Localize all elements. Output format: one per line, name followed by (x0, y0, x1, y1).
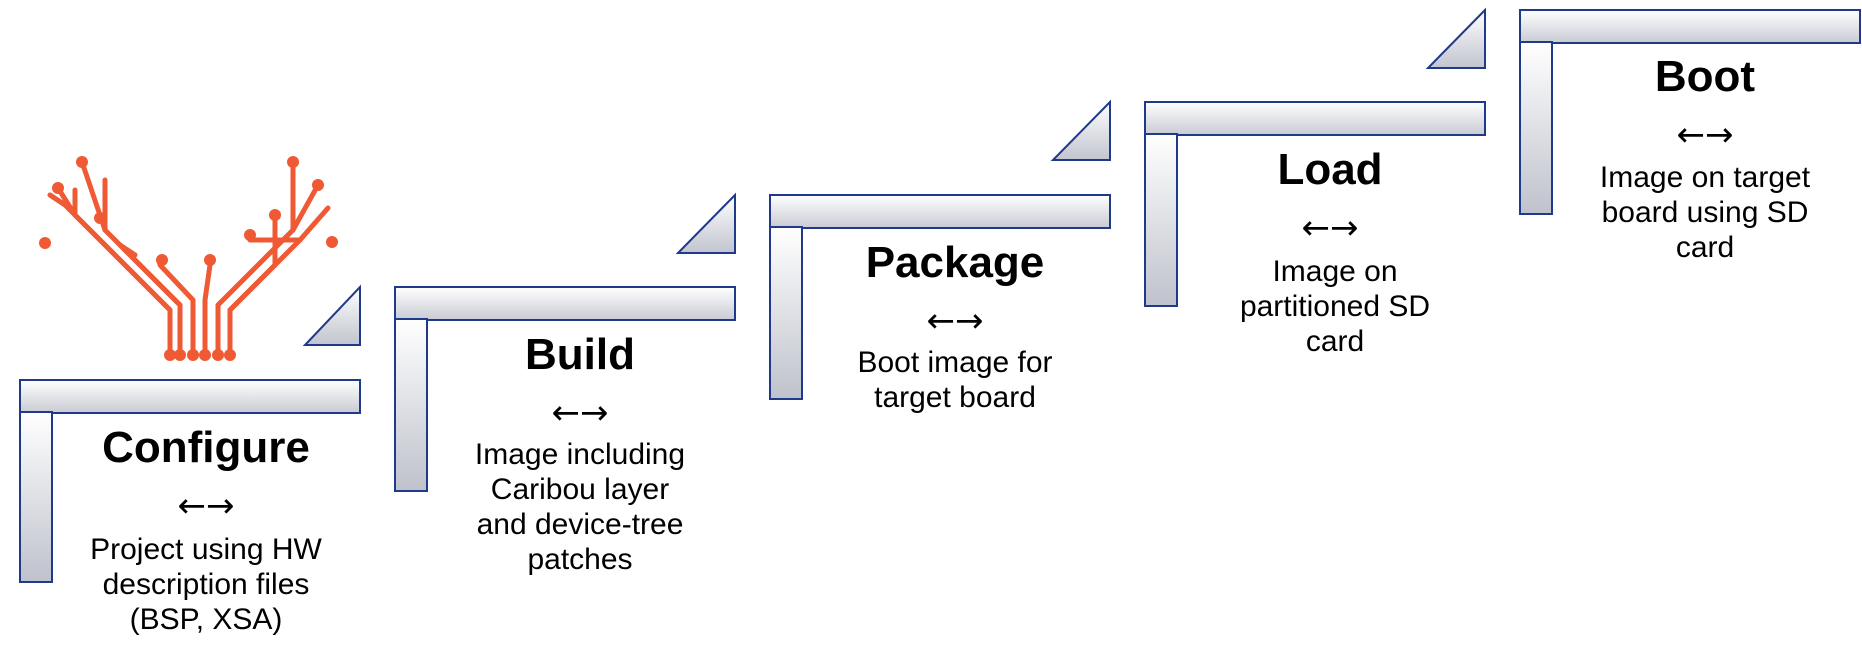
step-2-bidirectional-arrow-icon: ←→ (551, 393, 609, 433)
step-1-bidirectional-arrow-icon: ←→ (177, 486, 235, 526)
step-1-description: Project using HW description files (BSP,… (46, 532, 366, 637)
step-2-description: Image including Caribou layer and device… (420, 437, 740, 577)
step-5-bidirectional-arrow-icon: ←→ (1676, 115, 1734, 155)
step-5-title: Boot (1654, 52, 1756, 101)
step-1-shape (19, 284, 361, 583)
step-1-title: Configure (102, 423, 310, 472)
step-3-description-line: target board (874, 381, 1036, 414)
step-4-description-line: partitioned SD (1239, 290, 1431, 323)
step-3-title: Package (865, 238, 1045, 287)
step-5-description: Image on target board using SD card (1545, 160, 1862, 265)
step-5-description-line: card (1675, 231, 1735, 264)
step-2-shape (394, 192, 736, 492)
step-1-description-line: Project using HW (90, 533, 322, 566)
step-3-description: Boot image for target board (795, 345, 1115, 415)
step-1-description-line: description files (102, 568, 310, 601)
step-2-description-line: patches (527, 543, 633, 576)
step-4-description-line: card (1305, 325, 1365, 358)
step-3-description-line: Boot image for (857, 346, 1053, 379)
step-4-description-line: Image on (1272, 255, 1398, 288)
step-5-shape (1519, 9, 1861, 215)
step-4-description: Image on partitioned SD card (1175, 254, 1495, 359)
step-2-description-line: Caribou layer (490, 473, 670, 506)
step-3-bidirectional-arrow-icon: ←→ (926, 301, 984, 341)
branching-circuit-logo-icon (47, 159, 331, 358)
step-5-description-line: Image on target (1599, 161, 1811, 194)
step-3-shape (769, 99, 1111, 400)
logo-node-dots (39, 156, 338, 361)
step-5-description-line: board using SD (1601, 196, 1809, 229)
step-4-bidirectional-arrow-icon: ←→ (1301, 208, 1359, 248)
step-2-description-line: Image including (474, 438, 686, 471)
step-4-shape (1144, 7, 1486, 307)
step-2-title: Build (525, 330, 635, 379)
step-1-description-line: (BSP, XSA) (129, 603, 283, 636)
step-4-title: Load (1277, 145, 1383, 194)
step-2-description-line: and device-tree (476, 508, 684, 541)
